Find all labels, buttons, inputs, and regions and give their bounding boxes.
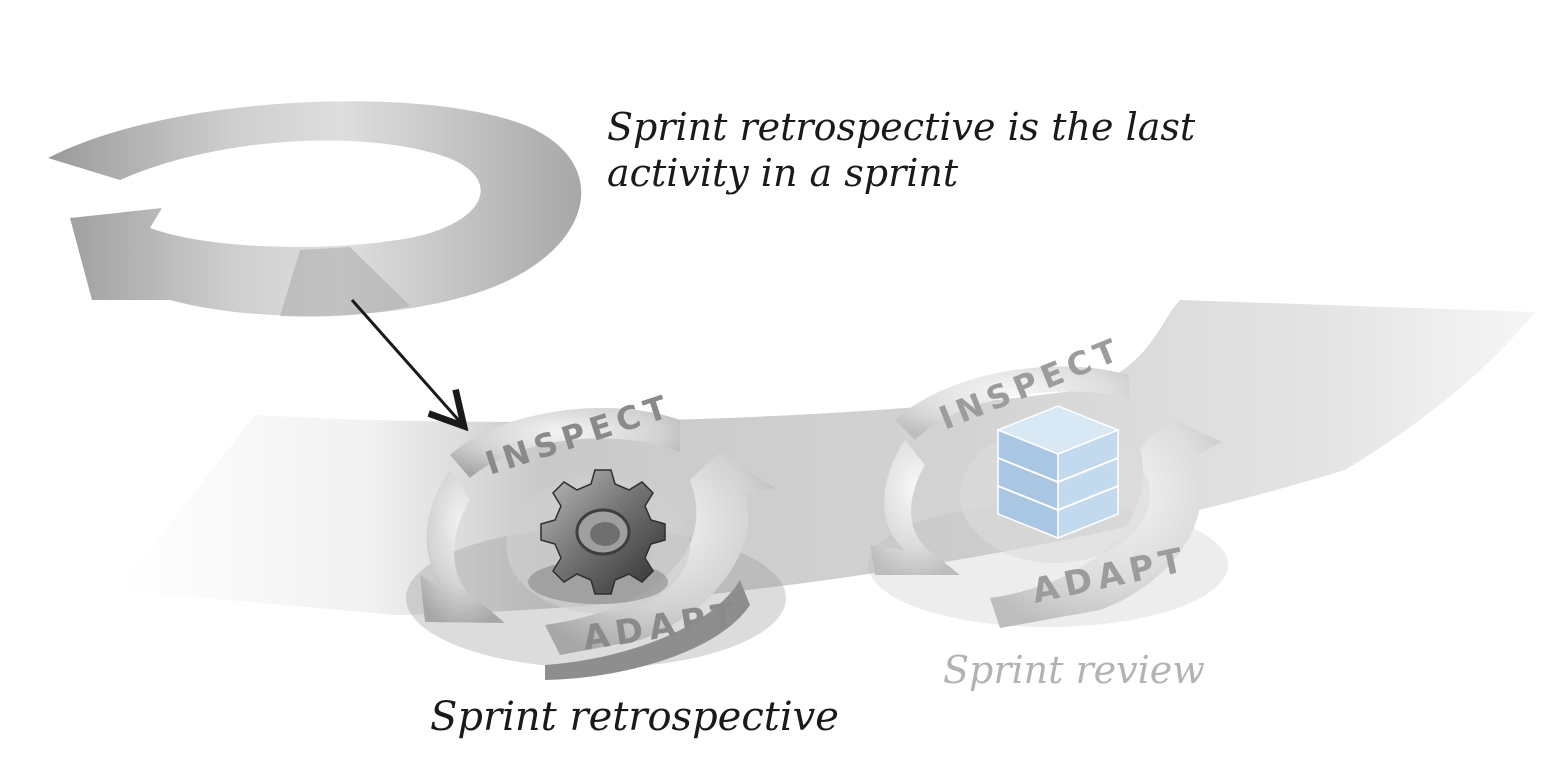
review-label: Sprint review [943,648,1205,692]
sprint-timeline-path [118,300,1535,615]
pointer-arrow [350,299,462,424]
sprint-cycle-arrow [48,101,582,317]
gear-icon [540,469,666,595]
annotation-line-2: activity in a sprint [607,151,959,195]
cube-icon [995,405,1121,540]
annotation-line-1: Sprint retrospective is the last [607,105,1196,149]
retrospective-label: Sprint retrospective [430,694,839,740]
